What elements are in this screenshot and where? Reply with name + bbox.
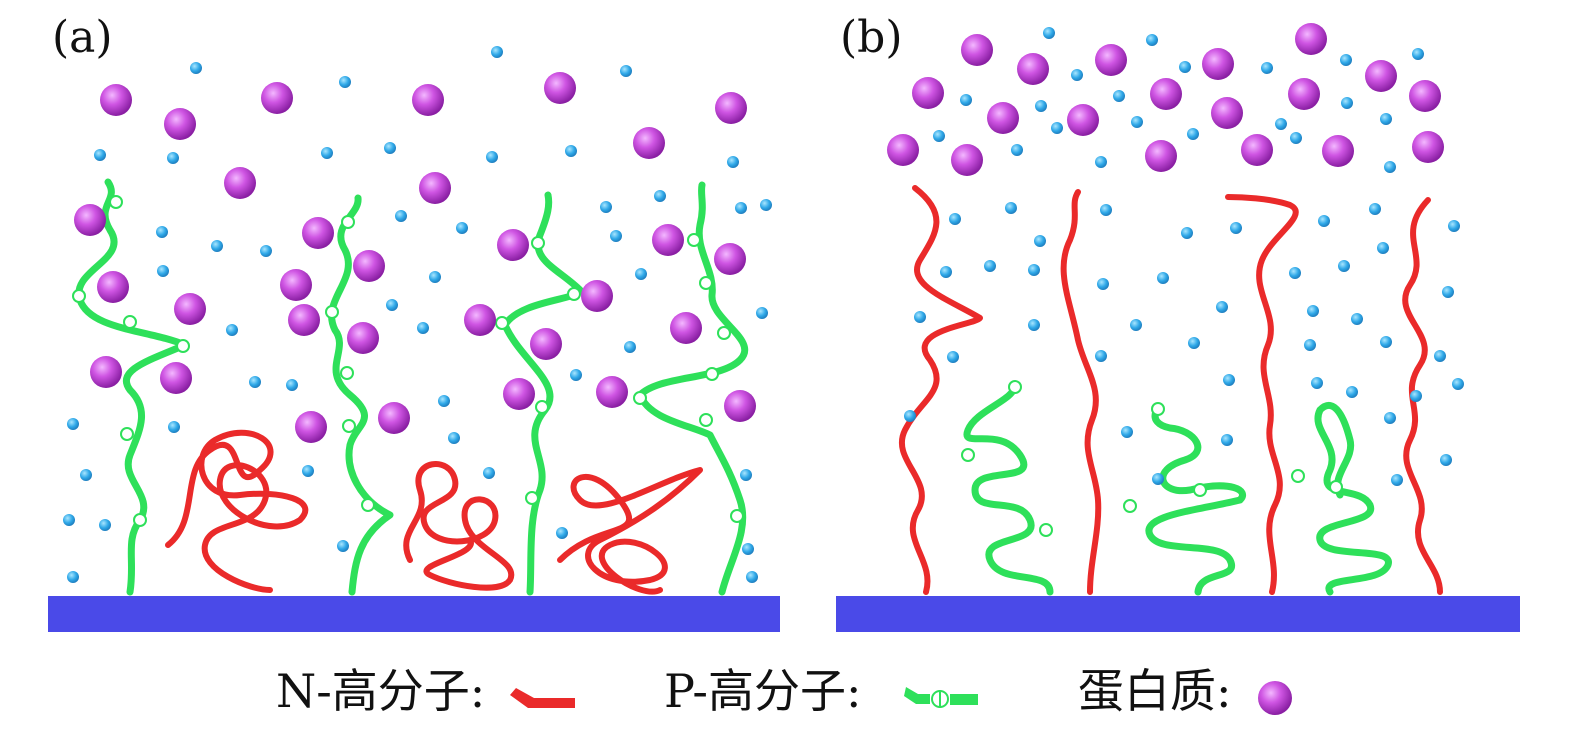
legend-protein-label: 蛋白质: — [1078, 664, 1232, 718]
legend-item-p-polymer: P-高分子: — [664, 664, 978, 718]
panel-b: (b) — [836, 12, 1520, 632]
p-polymer-swatch — [904, 687, 978, 705]
protein-swatch — [1258, 681, 1292, 715]
panel-a: (a) — [48, 12, 780, 632]
panel-b-label: (b) — [840, 12, 903, 63]
legend-p-polymer-label: P-高分子: — [664, 664, 861, 718]
small-molecules-a — [63, 46, 772, 583]
p-polymer-coils-b — [963, 381, 1392, 596]
n-polymer-swatch — [510, 688, 575, 708]
proteins-b — [887, 23, 1444, 176]
small-molecules-b — [904, 27, 1464, 486]
p-polymer-charges-b — [961, 380, 1343, 537]
substrate-a — [48, 596, 780, 632]
n-polymer-coils-a — [165, 429, 703, 595]
legend: N-高分子: P-高分子: 蛋白质: — [276, 664, 1292, 718]
legend-item-protein: 蛋白质: — [1078, 664, 1292, 718]
p-polymers-a — [75, 178, 749, 596]
n-polymers-b — [899, 185, 1443, 595]
proteins-a — [74, 72, 756, 443]
legend-n-polymer-label: N-高分子: — [276, 664, 485, 718]
substrate-b — [836, 596, 1520, 632]
panel-a-label: (a) — [52, 12, 113, 63]
legend-item-n-polymer: N-高分子: — [276, 664, 575, 718]
p-polymer-charges-a — [72, 195, 744, 527]
